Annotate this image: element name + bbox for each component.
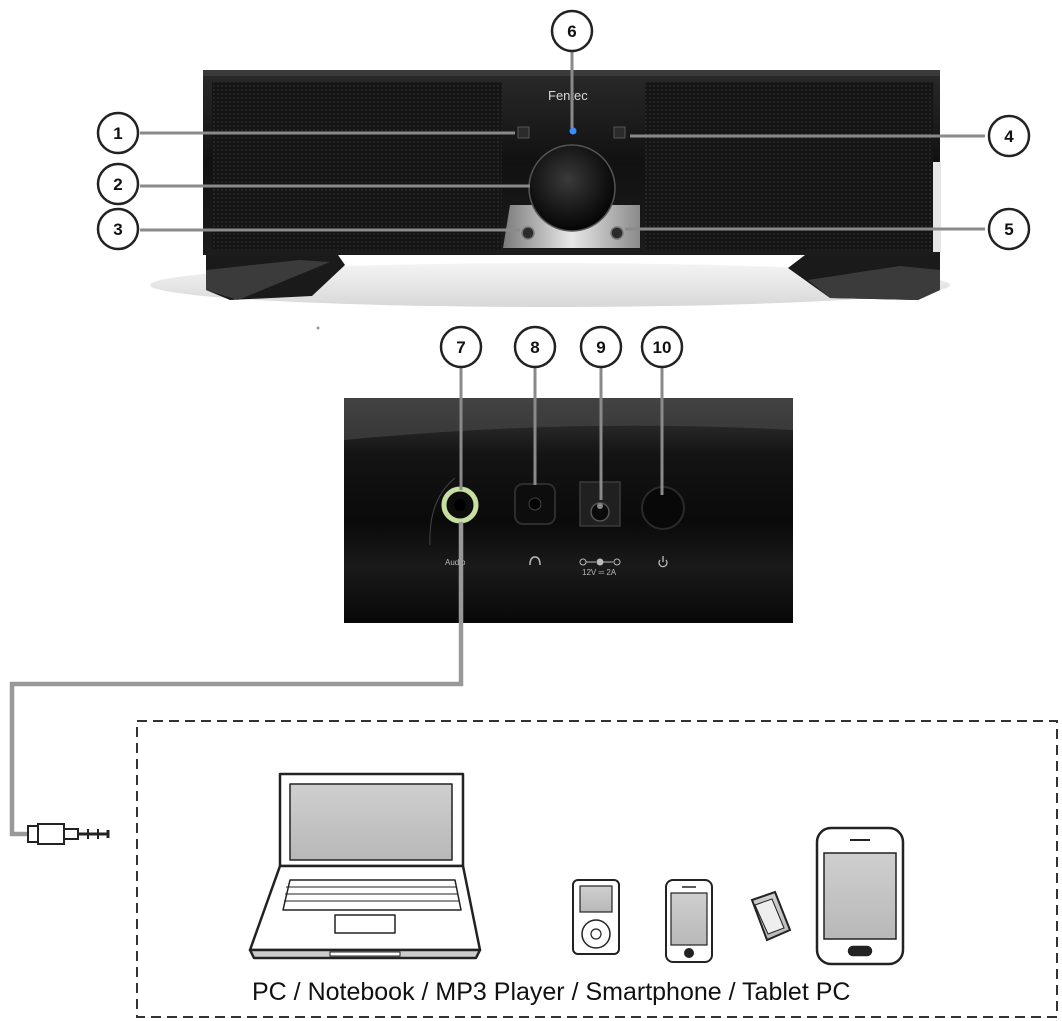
front-button-4[interactable] [613, 126, 626, 139]
mp3-player-icon [572, 879, 620, 955]
svg-text:9: 9 [596, 338, 605, 357]
brand-logo: Fentec [548, 88, 588, 103]
callout-marker-1: 1 [96, 111, 140, 155]
callout-marker-7: 7 [439, 325, 483, 369]
svg-text:7: 7 [456, 338, 465, 357]
svg-text:2: 2 [113, 175, 122, 194]
callout-marker-5: 5 [987, 207, 1031, 251]
speaker-back-panel: Audio 12V ═ 2A [344, 398, 793, 623]
callout-marker-4: 4 [987, 114, 1031, 158]
headphone-icon [529, 556, 541, 566]
audio-in-port-hole [454, 499, 466, 511]
speaker-base-shadow [150, 263, 950, 307]
callout-marker-2: 2 [96, 162, 140, 206]
led-indicator [569, 127, 577, 135]
callout-marker-9: 9 [579, 325, 623, 369]
smartphone-icon [665, 879, 713, 963]
headphone-jack-hole [528, 497, 542, 511]
audio-cable [9, 522, 464, 837]
audio-plug-icon [27, 823, 110, 845]
power-spec-label: 12V ═ 2A [582, 568, 617, 577]
dc-power-socket-pin [597, 503, 603, 509]
callout-marker-8: 8 [513, 325, 557, 369]
svg-text:8: 8 [530, 338, 539, 357]
svg-text:4: 4 [1004, 127, 1014, 146]
back-panel-body [344, 398, 793, 623]
front-callouts [140, 52, 985, 232]
callout-marker-6: 6 [550, 9, 594, 53]
callout-marker-10: 10 [640, 325, 684, 369]
pocket-device-icon [750, 890, 792, 942]
svg-text:5: 5 [1004, 220, 1013, 239]
speaker-side-highlight [933, 162, 941, 252]
front-button-3[interactable] [521, 226, 535, 240]
devices-box [136, 720, 1058, 1018]
speaker-front-view: Fentec [150, 70, 950, 307]
devices-caption: PC / Notebook / MP3 Player / Smartphone … [252, 978, 850, 1006]
svg-text:10: 10 [653, 338, 672, 357]
back-callouts [459, 366, 664, 500]
svg-text:1: 1 [113, 124, 122, 143]
svg-text:6: 6 [567, 22, 576, 41]
speaker-foot-right-highlight [808, 266, 940, 300]
audio-label: Audio [445, 558, 466, 567]
speaker-grille-right [645, 82, 933, 250]
front-button-1[interactable] [517, 126, 530, 139]
speck [316, 326, 320, 330]
laptop-icon [248, 772, 482, 960]
tablet-icon [815, 826, 905, 966]
volume-knob[interactable] [528, 144, 616, 232]
dc-polarity-icon [579, 558, 621, 566]
speaker-grille-left [212, 82, 502, 250]
front-button-5[interactable] [610, 226, 624, 240]
power-icon [658, 556, 668, 568]
callout-marker-3: 3 [96, 207, 140, 251]
speaker-foot-left-highlight [206, 260, 330, 300]
back-panel-gloss [344, 398, 793, 440]
svg-text:3: 3 [113, 220, 122, 239]
audio-port-bezel [429, 477, 456, 546]
